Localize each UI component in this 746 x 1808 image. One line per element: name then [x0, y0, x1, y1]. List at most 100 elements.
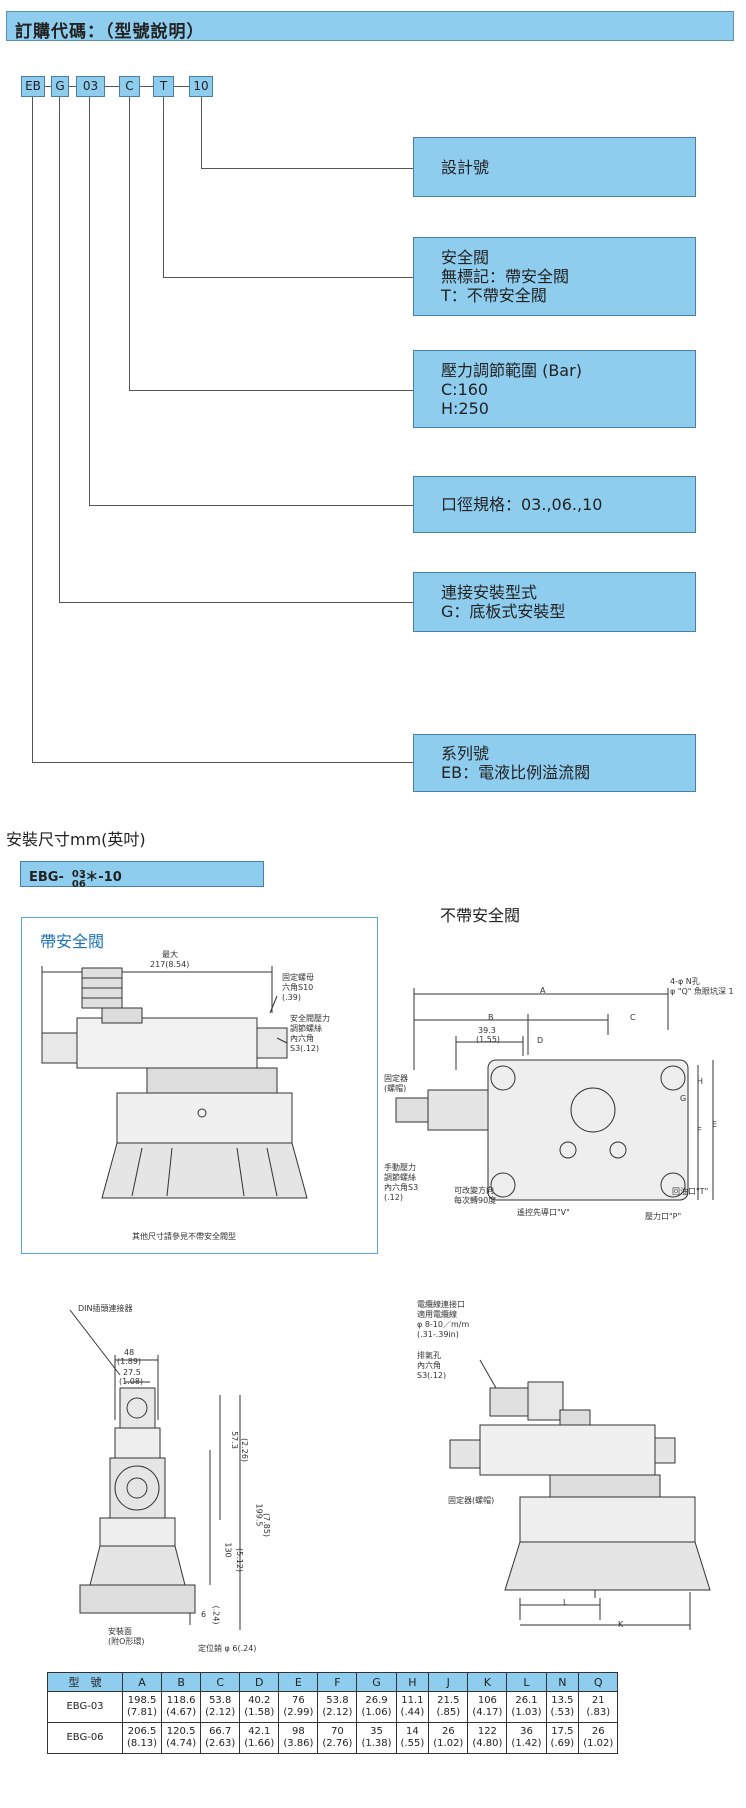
cell-inch: (.83) — [586, 1707, 611, 1718]
label-line: (附O形環) — [108, 1637, 145, 1646]
table-cell: 26(1.02) — [578, 1722, 619, 1754]
relief-adjust-label: 安全閥壓力 調節螺絲 內六角 S3(.12) — [290, 1014, 330, 1054]
desc-line: C:160 — [441, 379, 489, 399]
cell-inch: (1.58) — [244, 1707, 275, 1718]
leader-line — [163, 277, 413, 278]
desc-line: 安全閥 — [441, 248, 490, 267]
label-line: S3(.12) — [417, 1371, 447, 1380]
leader-line — [32, 97, 33, 762]
cell-mm: 26.1 — [515, 1695, 538, 1706]
cell-mm: 26.9 — [365, 1695, 388, 1706]
cell-mm: 98 — [291, 1726, 305, 1737]
table-cell: 26(1.02) — [428, 1722, 469, 1754]
cell-mm: 206.5 — [127, 1726, 157, 1737]
no-relief-title: 不帶安全閥 — [440, 906, 521, 925]
table-cell: 70(2.76) — [317, 1722, 358, 1754]
desc-line: H:250 — [441, 398, 489, 418]
desc-mounting: 連接安裝型式 G：底板式安裝型 — [413, 572, 696, 632]
cell-mm: 53.8 — [326, 1695, 349, 1706]
fixer-nut-label: 固定器(螺帽) — [448, 1496, 495, 1505]
table-header-cell: K — [467, 1672, 508, 1692]
dim-130: 130 — [223, 1542, 233, 1558]
label-line: 內六角 — [417, 1361, 441, 1370]
cell-inch: (.53) — [550, 1707, 575, 1718]
table-cell: 53.8(2.12) — [317, 1691, 358, 1723]
desc-size: 口徑規格：03.,06.,10 — [413, 476, 696, 533]
table-cell: 40.2(1.58) — [239, 1691, 280, 1723]
cell-mm: 36 — [520, 1726, 533, 1737]
cell-mm: 70 — [331, 1726, 344, 1737]
label-line: 內六角 — [290, 1034, 314, 1043]
table-header-cell: N — [545, 1672, 580, 1692]
cell-mm: 106 — [477, 1695, 497, 1706]
cell-mm: 14 — [406, 1726, 419, 1737]
dim-48: 48 — [124, 1348, 135, 1357]
table-cell: 120.5(4.74) — [161, 1722, 202, 1754]
code-dash — [45, 86, 51, 87]
label-line: (.39) — [282, 993, 301, 1002]
table-header-cell: C — [200, 1672, 241, 1692]
dim-g: G — [680, 1094, 687, 1103]
table-cell: 35(1.38) — [356, 1722, 397, 1754]
cell-inch: (.55) — [400, 1738, 425, 1749]
cell-mm: 40.2 — [248, 1695, 271, 1706]
table-header-cell: G — [356, 1672, 397, 1692]
code-segment-design: 10 — [189, 76, 213, 97]
din-connector-label: DIN插頭連接器 — [78, 1304, 133, 1313]
header-title: 訂購代碼：（型號說明） — [15, 22, 205, 42]
cell-inch: (1.02) — [433, 1738, 464, 1749]
leader-line — [59, 97, 60, 602]
table-header-cell: H — [395, 1672, 430, 1692]
leader-line — [129, 97, 130, 390]
label-line: 固定螺母 — [282, 973, 314, 982]
leader-line — [89, 97, 90, 505]
table-cell: 11.1(.44) — [395, 1691, 430, 1723]
table-header-cell: Q — [578, 1672, 619, 1692]
table-header-model: 型 號 — [47, 1672, 123, 1692]
desc-line: 壓力調節範圍 (Bar) — [441, 360, 582, 380]
cell-mm: 42.1 — [248, 1726, 271, 1737]
label-line: 可改變方向 — [454, 1186, 494, 1195]
leader-line — [59, 602, 413, 603]
cell-inch: (1.03) — [511, 1707, 542, 1718]
table-header-cell: A — [121, 1672, 163, 1692]
table-cell: 66.7(2.63) — [200, 1722, 241, 1754]
cell-inch: (3.86) — [283, 1738, 314, 1749]
fixing-nut-label: 固定螺母 六角S10 (.39) — [282, 973, 314, 1003]
label-line: (.12) — [384, 1193, 403, 1202]
model-prefix: EBG- — [29, 870, 64, 885]
table-header-cell: B — [161, 1672, 202, 1692]
dim-f: F — [697, 1126, 702, 1135]
cell-inch: (7.81) — [127, 1707, 158, 1718]
cell-inch: (4.74) — [166, 1738, 197, 1749]
leader-line — [201, 97, 202, 168]
table-cell: 98(3.86) — [278, 1722, 319, 1754]
desc-line: 無標記：帶安全閥 — [441, 267, 570, 286]
code-segment-mount: G — [51, 76, 69, 97]
table-cell: 14(.55) — [395, 1722, 430, 1754]
cell-mm: 122 — [477, 1726, 497, 1737]
desc-line: 系列號 — [441, 744, 490, 763]
table-cell: 13.5(.53) — [545, 1691, 580, 1723]
label-line: 固定器 — [384, 1074, 408, 1083]
cell-inch: (4.67) — [166, 1707, 197, 1718]
cell-inch: (1.02) — [583, 1738, 614, 1749]
cell-mm: 13.5 — [551, 1695, 574, 1706]
dim-l: L — [563, 1598, 568, 1607]
cell-inch: (2.12) — [322, 1707, 353, 1718]
label-line: φ 8-10／m/m — [417, 1320, 470, 1329]
cell-mm: 66.7 — [209, 1726, 232, 1737]
cell-inch: (2.76) — [322, 1738, 353, 1749]
header-bar: 訂購代碼：（型號說明） — [6, 11, 734, 42]
cell-mm: 11.1 — [401, 1695, 424, 1706]
max-value: 217(8.54) — [150, 960, 190, 969]
dim-6: 6 — [201, 1610, 207, 1619]
code-segment-size: 03 — [76, 76, 105, 97]
dim-0-24: (.24) — [211, 1605, 221, 1625]
desc-line: 口徑規格：03.,06.,10 — [441, 495, 603, 514]
table-header-cell: F — [317, 1672, 358, 1692]
dim-b: B — [488, 1013, 494, 1022]
table-header-cell: E — [278, 1672, 319, 1692]
